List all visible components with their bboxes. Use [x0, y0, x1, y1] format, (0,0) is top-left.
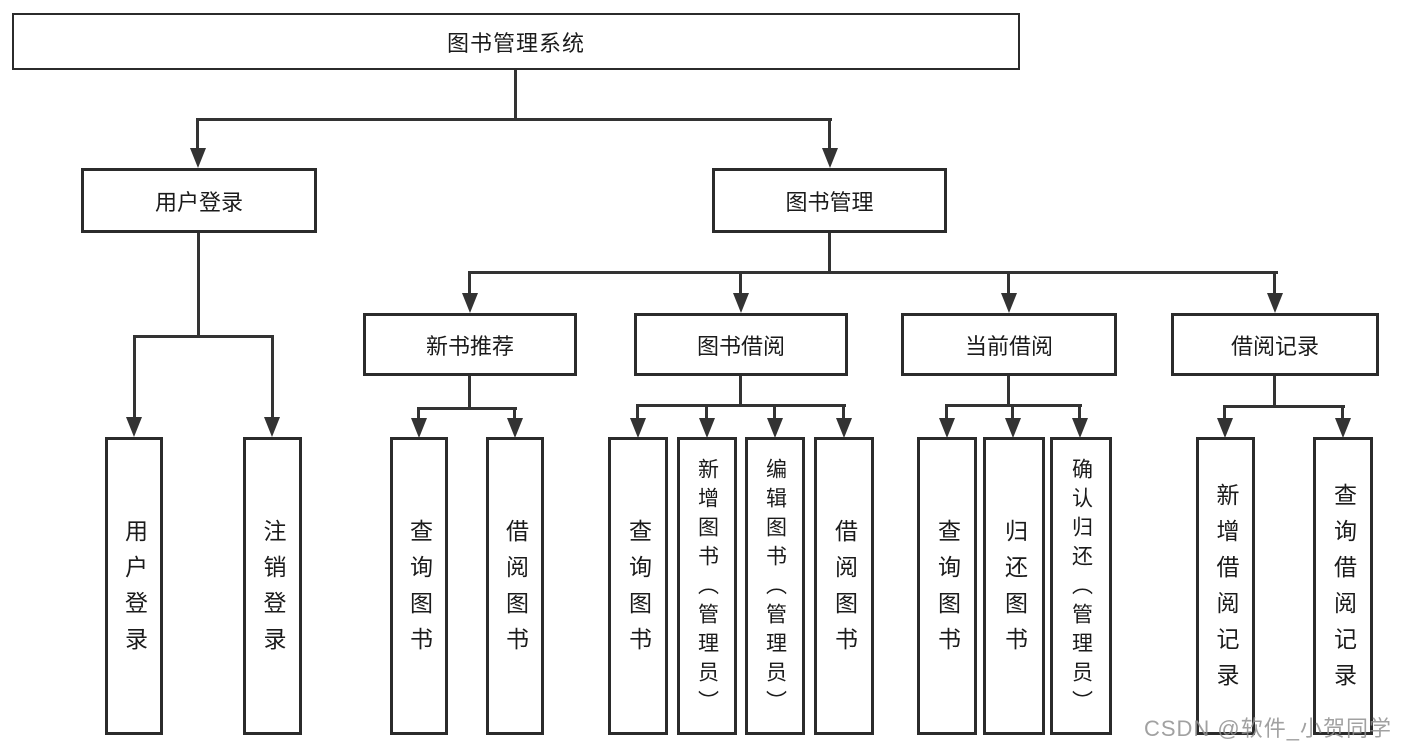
arrow-down-icon [507, 418, 523, 438]
arrow-down-icon [767, 418, 783, 438]
edge-borrow-rail [636, 404, 846, 407]
leaf-edit-books-admin: 编辑图书（管理员） [745, 437, 805, 735]
edge-drop-leaf [133, 335, 136, 419]
arrow-down-icon [1217, 418, 1233, 438]
edge-drop-leaf [842, 404, 845, 420]
leaf-borrow-books-recommend: 借阅图书 [486, 437, 544, 735]
leaf-query-books-recommend: 查询图书 [390, 437, 448, 735]
leaf-add-books-admin: 新增图书（管理员） [677, 437, 737, 735]
arrow-down-icon [1005, 418, 1021, 438]
node-root-system: 图书管理系统 [12, 13, 1020, 70]
edge-root-stem [514, 70, 517, 118]
edge-drop-leaf [1223, 405, 1226, 419]
node-label: 当前借阅 [964, 333, 1053, 359]
node-label: 图书借阅 [696, 333, 785, 359]
edge-userlogin-rail [133, 335, 274, 338]
edge-drop-leaf [513, 407, 516, 421]
leaf-confirm-return-admin: 确认归还（管理员） [1050, 437, 1112, 735]
arrow-down-icon [264, 417, 280, 437]
arrow-down-icon [190, 148, 206, 168]
edge-drop-borrow [739, 271, 742, 295]
edge-drop-leaf [636, 404, 639, 420]
edge-drop-user-login [196, 118, 199, 152]
edge-newrec-stem [468, 376, 471, 410]
edge-current-stem [1007, 376, 1010, 407]
leaf-query-books-current: 查询图书 [917, 437, 977, 735]
edge-drop-leaf [945, 404, 948, 420]
node-root-label: 图书管理系统 [446, 30, 585, 56]
node-borrowing-records: 借阅记录 [1171, 313, 1379, 376]
arrow-down-icon [939, 418, 955, 438]
csdn-watermark: CSDN @软件_小贺同学 [1143, 716, 1392, 741]
edge-root-rail [196, 118, 832, 121]
edge-drop-leaf [417, 407, 420, 421]
edge-newrec-rail [417, 407, 517, 410]
arrow-down-icon [822, 148, 838, 168]
edge-drop-records [1273, 271, 1276, 295]
leaf-query-books-borrowing: 查询图书 [608, 437, 668, 735]
arrow-down-icon [836, 418, 852, 438]
edge-borrow-stem [739, 376, 742, 407]
edge-bookmgmt-stem [828, 233, 831, 274]
arrow-down-icon [462, 293, 478, 313]
edge-drop-leaf [773, 404, 776, 420]
edge-drop-leaf [271, 335, 274, 419]
edge-drop-newrec [468, 271, 471, 295]
node-new-book-recommend: 新书推荐 [363, 313, 577, 376]
arrow-down-icon [1001, 293, 1017, 313]
arrow-down-icon [733, 293, 749, 313]
node-label: 借阅记录 [1230, 333, 1319, 359]
leaf-add-borrow-record: 新增借阅记录 [1196, 437, 1255, 735]
leaf-borrow-books: 借阅图书 [814, 437, 874, 735]
arrow-down-icon [699, 418, 715, 438]
edge-drop-leaf [705, 404, 708, 420]
edge-records-rail [1223, 405, 1345, 408]
leaf-user-login: 用户登录 [105, 437, 163, 735]
arrow-down-icon [411, 418, 427, 438]
edge-drop-current [1007, 271, 1010, 295]
node-current-borrowing: 当前借阅 [901, 313, 1117, 376]
arrow-down-icon [630, 418, 646, 438]
leaf-return-books: 归还图书 [983, 437, 1045, 735]
leaf-logout: 注销登录 [243, 437, 302, 735]
edge-drop-leaf [1011, 404, 1014, 420]
arrow-down-icon [1072, 418, 1088, 438]
edge-userlogin-stem [197, 233, 200, 338]
arrow-down-icon [1267, 293, 1283, 313]
node-book-management: 图书管理 [712, 168, 947, 233]
node-label: 用户登录 [154, 189, 243, 215]
node-label: 新书推荐 [425, 333, 514, 359]
edge-drop-leaf [1341, 405, 1344, 419]
node-book-borrowing: 图书借阅 [634, 313, 848, 376]
edge-drop-leaf [1078, 404, 1081, 420]
node-user-login-branch: 用户登录 [81, 168, 317, 233]
arrow-down-icon [126, 417, 142, 437]
arrow-down-icon [1335, 418, 1351, 438]
edge-records-stem [1273, 376, 1276, 408]
edge-bookmgmt-rail [468, 271, 1278, 274]
node-label: 图书管理 [785, 189, 874, 215]
edge-drop-book-mgmt [828, 118, 831, 152]
leaf-query-borrow-record: 查询借阅记录 [1313, 437, 1373, 735]
